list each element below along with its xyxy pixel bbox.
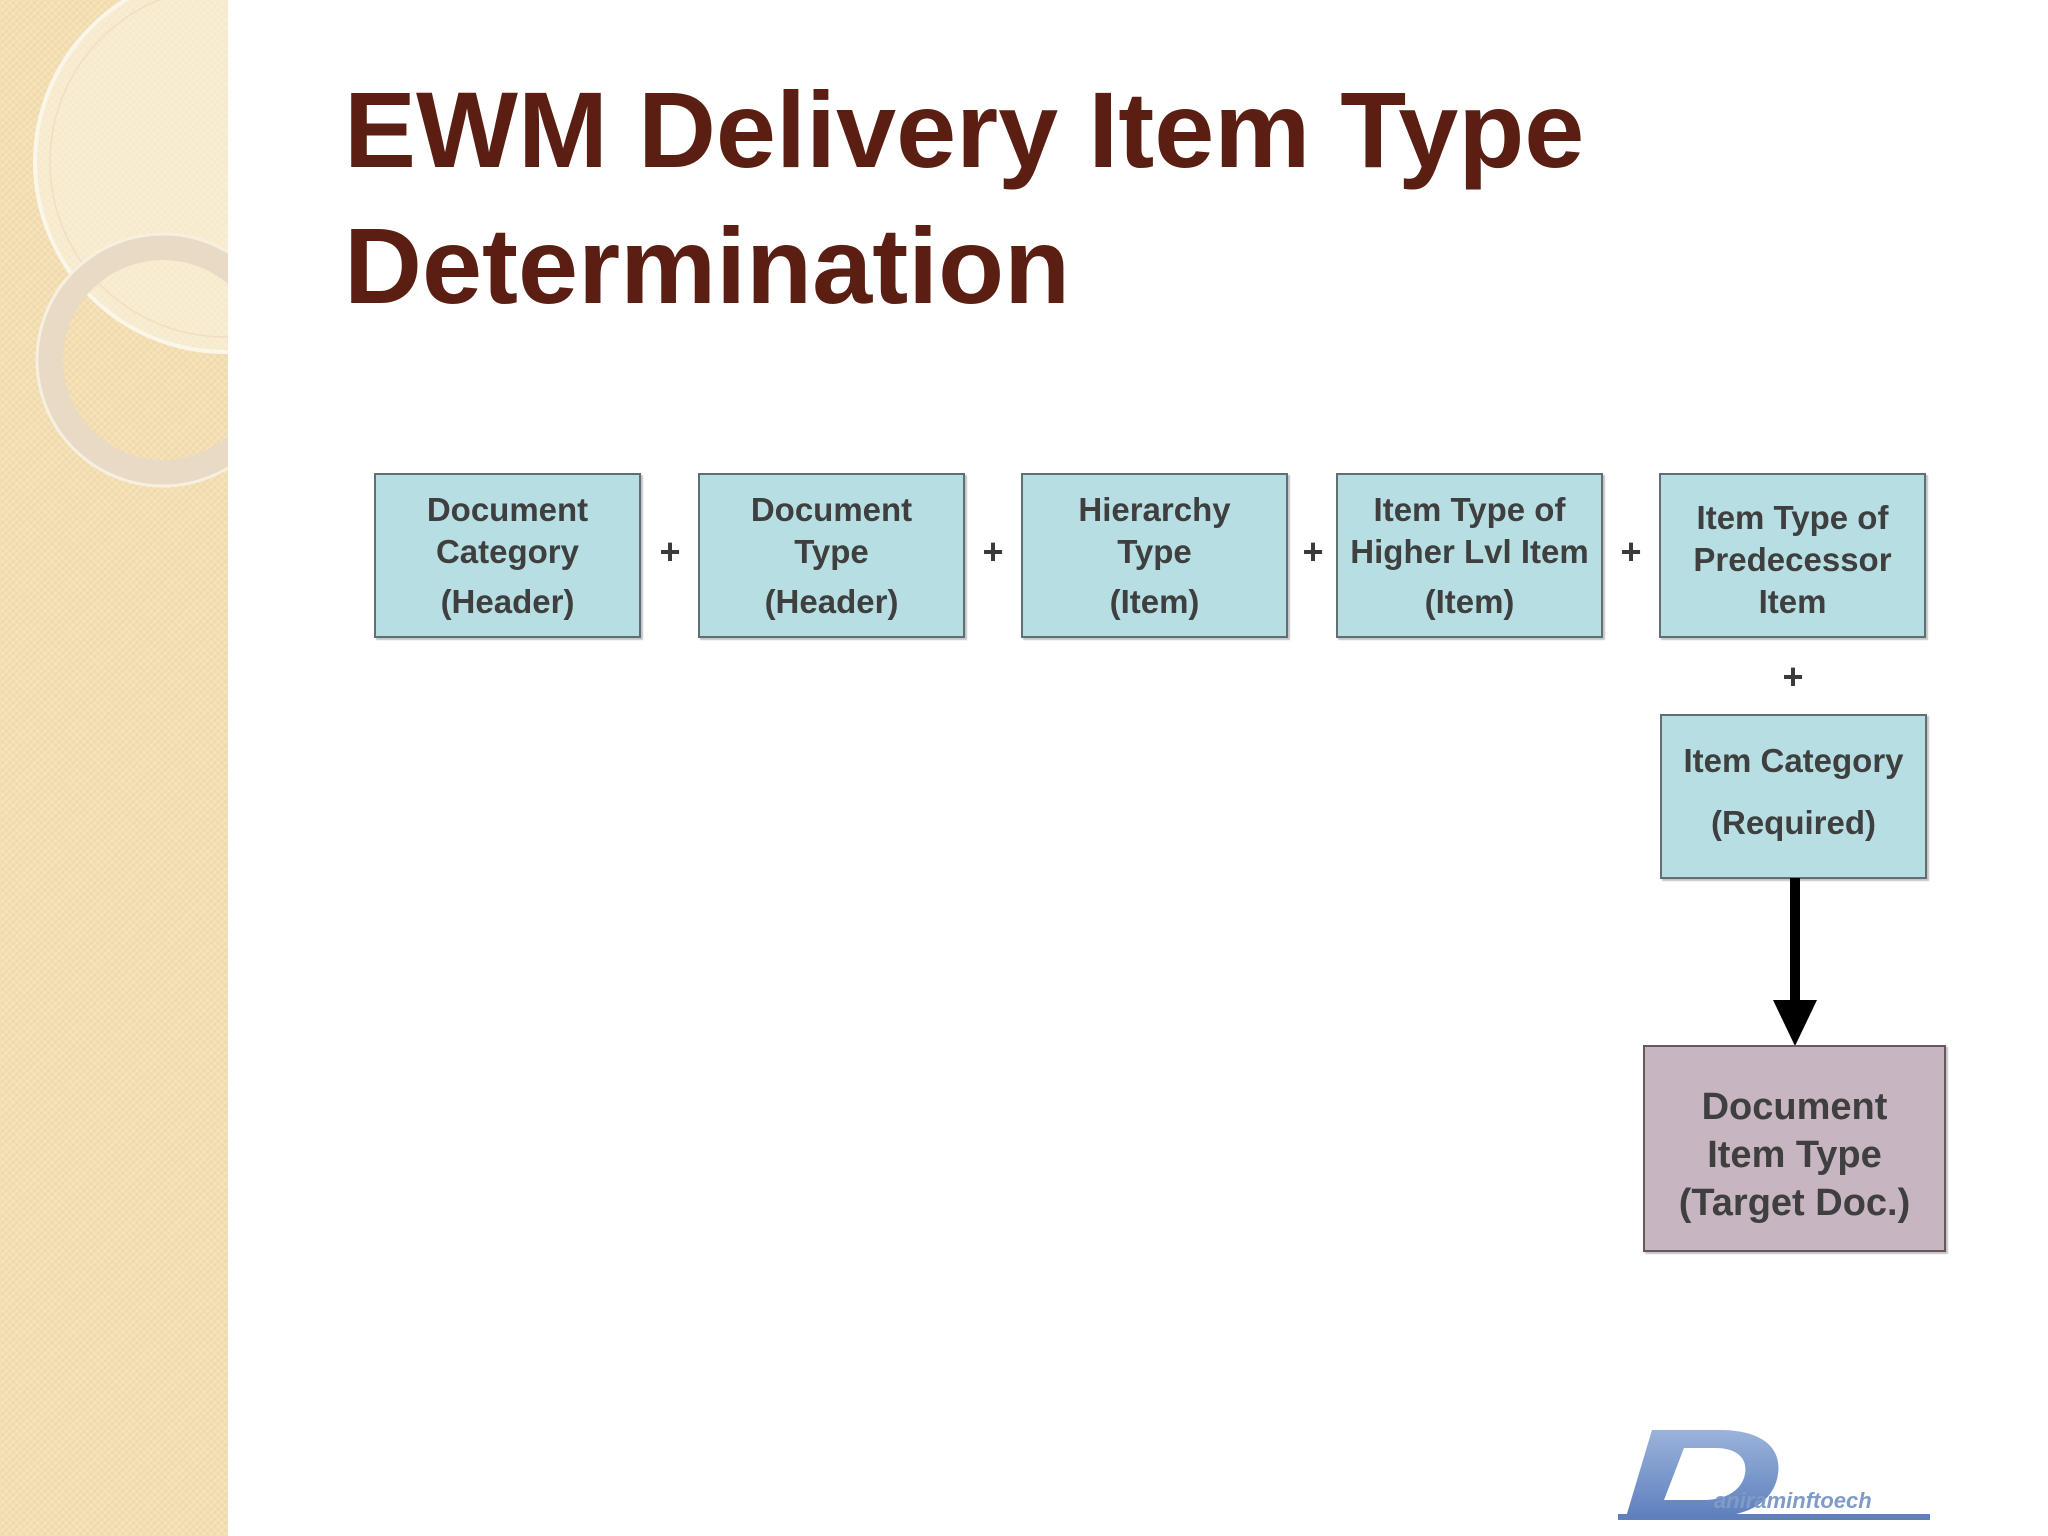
- item-type-higher-level-level: (Item): [1424, 583, 1515, 620]
- item-type-predecessor-label: Item Type of Predecessor Item: [1693, 499, 1892, 620]
- document-type-box: Document Type (Header): [698, 473, 965, 638]
- item-type-predecessor-box: Item Type of Predecessor Item: [1659, 473, 1926, 638]
- plus-operator: +: [659, 531, 681, 572]
- document-category-box: Document Category (Header): [374, 473, 641, 638]
- item-category-requirement: (Required): [1711, 804, 1876, 841]
- document-item-type-box: Document Item Type (Target Doc.): [1643, 1045, 1946, 1252]
- hierarchy-type-level: (Item): [1109, 583, 1200, 620]
- slide-title-line-1: EWM Delivery Item Type: [344, 69, 1585, 190]
- plus-operator: +: [982, 531, 1004, 572]
- item-category-label: Item Category: [1683, 742, 1904, 779]
- slide-title-line-2: Determination: [344, 205, 1071, 326]
- document-type-level: (Header): [764, 583, 899, 620]
- plus-operator: +: [1782, 656, 1804, 697]
- company-logo: [1618, 1430, 1930, 1520]
- company-logo-wordmark: aniraminftoech: [1714, 1488, 1872, 1513]
- document-item-type-label: Document Item Type (Target Doc.): [1678, 1086, 1911, 1224]
- document-category-level: (Header): [440, 583, 575, 620]
- item-category-box: Item Category (Required): [1660, 714, 1927, 879]
- hierarchy-type-box: Hierarchy Type (Item): [1021, 473, 1288, 638]
- plus-operator: +: [1302, 531, 1324, 572]
- document-category-label: Document Category: [426, 491, 589, 570]
- flow-arrow: [1773, 878, 1817, 1046]
- item-type-higher-level-label: Item Type of Higher Lvl Item: [1350, 491, 1589, 570]
- item-type-higher-level-box: Item Type of Higher Lvl Item (Item): [1336, 473, 1603, 638]
- document-type-label: Document Type: [750, 491, 913, 570]
- hierarchy-type-label: Hierarchy Type: [1078, 491, 1231, 570]
- plus-operator: +: [1620, 531, 1642, 572]
- decorative-rings: [33, 0, 228, 488]
